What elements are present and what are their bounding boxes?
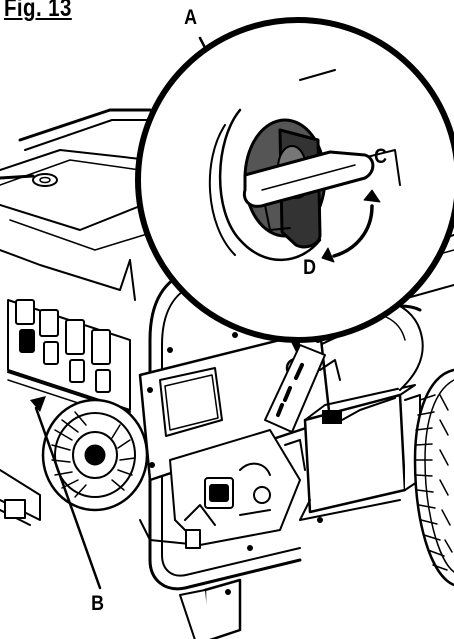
engine-fan-cover	[41, 398, 149, 512]
fuel-cap	[0, 173, 58, 187]
knob-lever	[242, 150, 375, 208]
engine-block	[169, 429, 306, 549]
rotation-arrow-icon	[321, 189, 381, 263]
callout-label-d: D	[303, 256, 317, 279]
callout-label-a: A	[184, 6, 198, 29]
side-cover-plate	[138, 328, 332, 482]
wheel	[413, 368, 454, 587]
control-panel	[7, 299, 131, 421]
frame-bolts	[167, 332, 323, 551]
outlet	[15, 299, 111, 393]
magnified-detail	[135, 17, 454, 352]
callout-label-b: B	[91, 592, 105, 615]
front-foot	[179, 578, 242, 639]
leader-line-b	[30, 396, 102, 590]
slotted-bracket	[264, 344, 326, 433]
base-frame	[0, 469, 201, 546]
callout-label-c: C	[374, 145, 388, 168]
figure-title: Fig. 13	[4, 0, 72, 22]
fuel-valve-knob	[242, 118, 375, 249]
